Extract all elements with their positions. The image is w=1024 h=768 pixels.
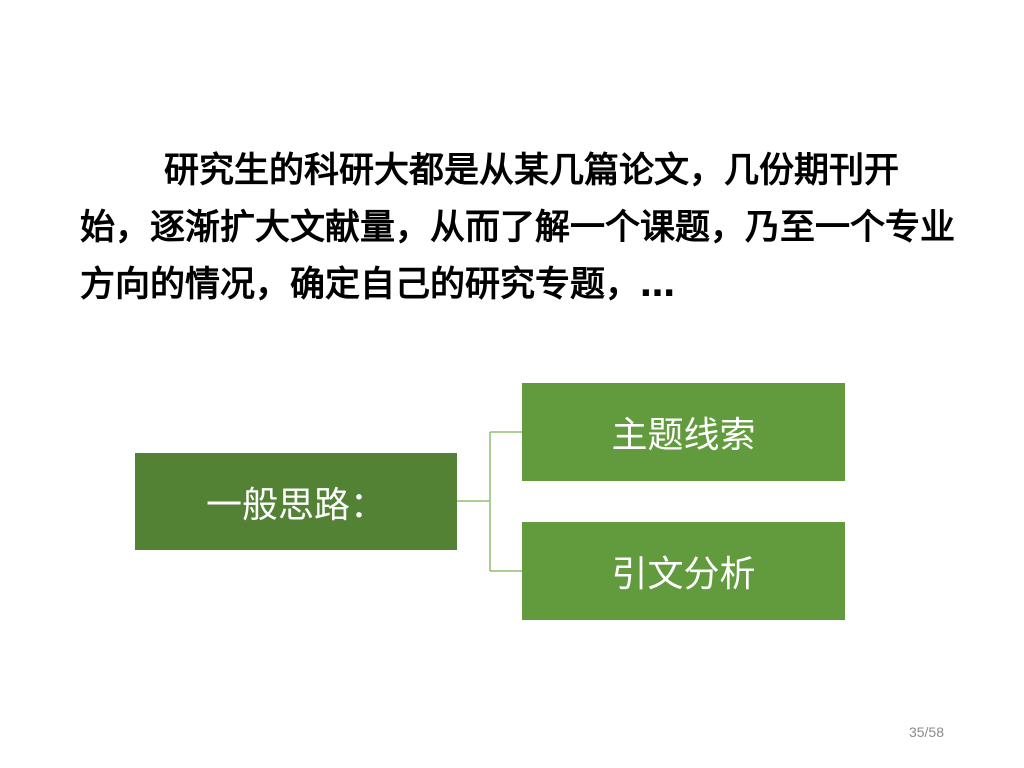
diagram-child-label: 引文分析 xyxy=(611,554,756,595)
diagram-child-label: 主题线索 xyxy=(611,415,756,456)
page-number: 35/58 xyxy=(908,724,944,740)
diagram-root-label: 一般思路： xyxy=(205,484,386,526)
intro-paragraph: 研究生的科研大都是从某几篇论文，几份期刊开始，逐渐扩大文献量，从而了解一个课题，… xyxy=(80,151,956,305)
diagram-child-topic-clue: 主题线索 xyxy=(522,383,845,481)
diagram-root-box: 一般思路： xyxy=(135,453,457,550)
diagram-child-citation-analysis: 引文分析 xyxy=(522,522,845,620)
